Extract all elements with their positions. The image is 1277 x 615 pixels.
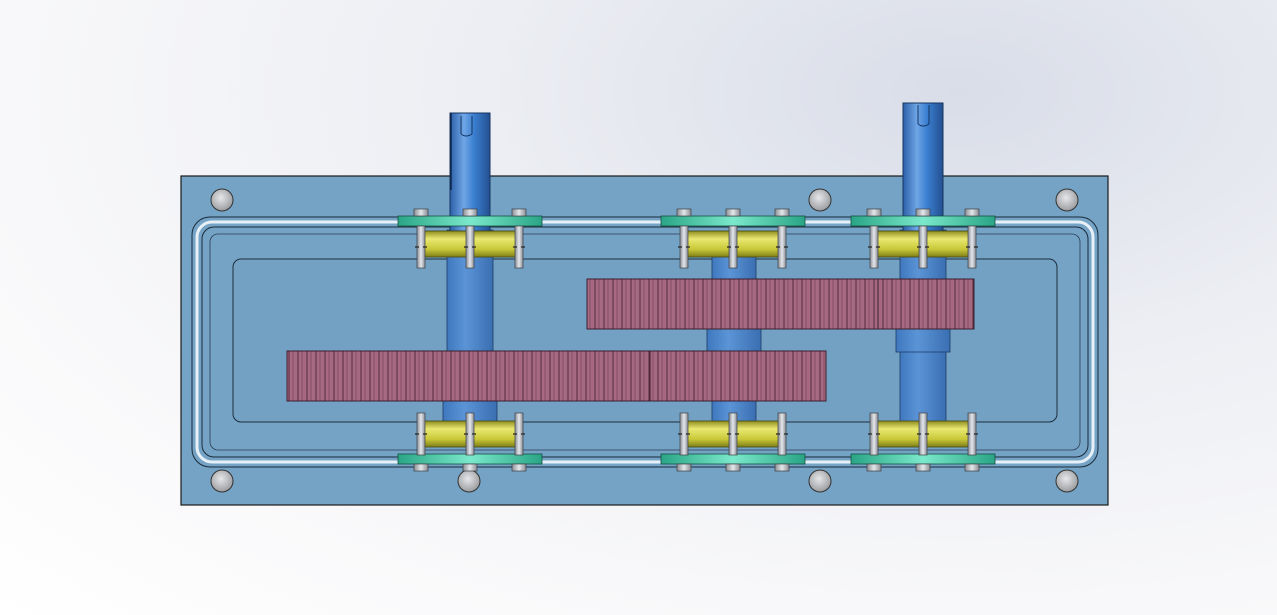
bearing-end-cap	[397, 453, 543, 465]
bolt-head	[774, 463, 790, 472]
bolt-head	[725, 208, 741, 217]
mounting-hole	[808, 188, 832, 212]
bearing-station-top	[397, 208, 543, 269]
housing-flange-outer	[191, 216, 1099, 468]
mounting-hole	[210, 188, 234, 212]
bearing-station-bottom	[397, 412, 543, 472]
mounting-hole	[808, 469, 832, 493]
bearing-end-cap	[850, 215, 996, 227]
bolt-head	[413, 208, 429, 217]
upper-gear-pinion	[586, 278, 882, 330]
bolt-head	[676, 463, 692, 472]
bearing-station-top	[850, 208, 996, 269]
bearing-end-cap	[660, 453, 806, 465]
upper-gear-wheel	[877, 278, 975, 330]
bolt-head	[964, 463, 980, 472]
bolt-head	[964, 208, 980, 217]
bolt-head	[915, 208, 931, 217]
bolt-head	[676, 208, 692, 217]
bolt-head	[866, 463, 882, 472]
mounting-hole	[210, 469, 234, 493]
lower-gear-pinion	[649, 350, 827, 402]
bolt-head	[511, 208, 527, 217]
lower-gear-pair	[286, 350, 827, 402]
intermediate-shaft	[706, 243, 762, 435]
bolt-head	[511, 463, 527, 472]
bolt-head	[413, 463, 429, 472]
bolt-head	[866, 208, 882, 217]
mounting-hole	[1055, 469, 1079, 493]
housing-flange-inner	[201, 226, 1089, 458]
bearing-station-bottom	[660, 412, 806, 472]
mounting-hole	[457, 469, 481, 493]
housing-inner-step	[209, 233, 1081, 451]
housing-flange-groove	[195, 220, 1095, 464]
bearing-end-cap	[850, 453, 996, 465]
mounting-hole	[1055, 188, 1079, 212]
mounting-holes	[210, 188, 1079, 493]
bolt-head	[774, 208, 790, 217]
upper-gear-pair	[586, 278, 975, 330]
bolt-head	[915, 463, 931, 472]
bearing-station-bottom	[850, 412, 996, 472]
bearing-end-cap	[660, 215, 806, 227]
lower-gear-wheel	[286, 350, 654, 402]
bearing-end-cap	[397, 215, 543, 227]
bearing-stations	[397, 208, 996, 472]
bolt-head	[462, 463, 478, 472]
bolt-head	[725, 463, 741, 472]
bolt-head	[462, 208, 478, 217]
bearing-station-top	[660, 208, 806, 269]
